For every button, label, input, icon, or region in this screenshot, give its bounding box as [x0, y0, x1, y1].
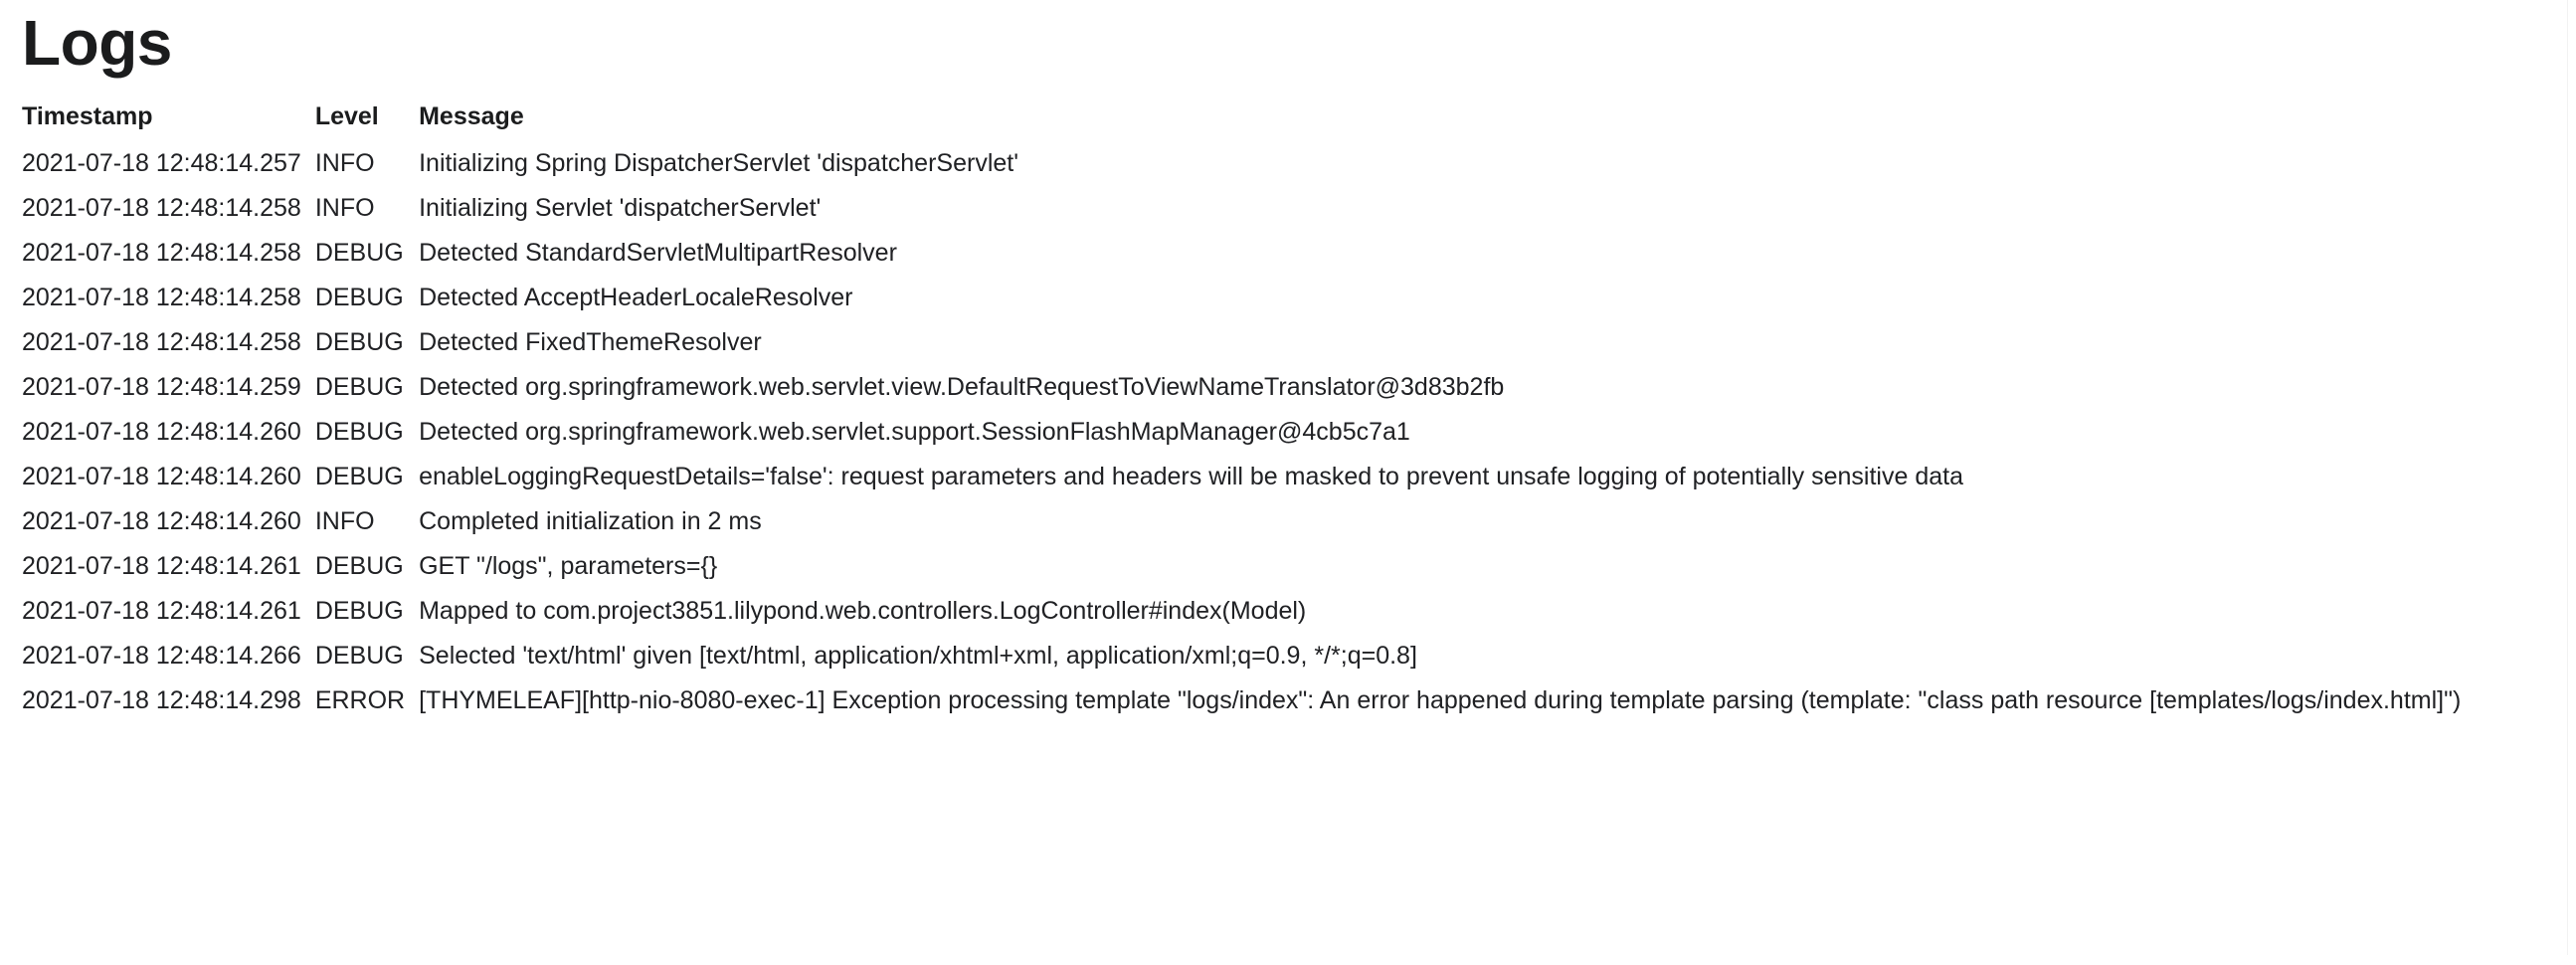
cell-timestamp: 2021-07-18 12:48:14.258 — [22, 328, 301, 357]
table-row: 2021-07-18 12:48:14.261 DEBUG GET "/logs",… — [22, 544, 2550, 589]
cell-timestamp: 2021-07-18 12:48:14.298 — [22, 686, 301, 715]
cell-level: ERROR — [314, 686, 406, 715]
cell-timestamp: 2021-07-18 12:48:14.258 — [22, 284, 301, 312]
logs-table: Timestamp Level Message 2021-07-18 12:48… — [22, 102, 2550, 723]
cell-message: Detected org.springframework.web.servlet… — [419, 418, 1410, 447]
cell-message: Detected org.springframework.web.servlet… — [419, 373, 1505, 402]
cell-level: DEBUG — [314, 642, 404, 671]
cell-timestamp: 2021-07-18 12:48:14.259 — [22, 373, 301, 402]
cell-level: DEBUG — [314, 284, 404, 312]
cell-level: INFO — [314, 149, 375, 178]
cell-message: Detected FixedThemeResolver — [419, 328, 762, 357]
cell-level: DEBUG — [314, 328, 404, 357]
cell-level: DEBUG — [314, 418, 404, 447]
cell-timestamp: 2021-07-18 12:48:14.260 — [22, 418, 301, 447]
cell-timestamp: 2021-07-18 12:48:14.258 — [22, 239, 301, 268]
cell-level: DEBUG — [314, 463, 404, 491]
cell-timestamp: 2021-07-18 12:48:14.257 — [22, 149, 301, 178]
table-row: 2021-07-18 12:48:14.258 INFO Initializing … — [22, 186, 2550, 231]
table-row: 2021-07-18 12:48:14.260 DEBUG enableLoggin… — [22, 455, 2550, 499]
table-row: 2021-07-18 12:48:14.258 DEBUG Detected Fix… — [22, 320, 2550, 365]
table-row: 2021-07-18 12:48:14.260 INFO Completed ini… — [22, 499, 2550, 544]
column-header-level: Level — [314, 102, 379, 131]
cell-message: GET "/logs", parameters={} — [419, 552, 718, 581]
table-row: 2021-07-18 12:48:14.298 ERROR [THYMELEAF][… — [22, 678, 2550, 723]
cell-message: Detected StandardServletMultipartResolve… — [419, 239, 897, 268]
cell-timestamp: 2021-07-18 12:48:14.260 — [22, 507, 301, 536]
cell-level: DEBUG — [314, 239, 404, 268]
cell-message: Initializing Spring DispatcherServlet 'd… — [419, 149, 1018, 178]
cell-timestamp: 2021-07-18 12:48:14.258 — [22, 194, 301, 223]
cell-level: INFO — [314, 507, 375, 536]
table-row: 2021-07-18 12:48:14.257 INFO Initializing … — [22, 141, 2550, 186]
table-row: 2021-07-18 12:48:14.261 DEBUG Mapped to co… — [22, 589, 2550, 634]
table-row: 2021-07-18 12:48:14.260 DEBUG Detected org… — [22, 410, 2550, 455]
table-header-row: Timestamp Level Message — [22, 102, 2550, 141]
logs-page: Logs Timestamp Level Message 2021-07-18 … — [0, 7, 2576, 723]
table-row: 2021-07-18 12:48:14.258 DEBUG Detected Acc… — [22, 276, 2550, 320]
cell-message: Initializing Servlet 'dispatcherServlet' — [419, 194, 822, 223]
cell-level: DEBUG — [314, 373, 404, 402]
cell-level: DEBUG — [314, 597, 404, 626]
right-edge-strip — [2567, 0, 2576, 955]
cell-level: INFO — [314, 194, 375, 223]
page-title: Logs — [22, 7, 172, 79]
column-header-timestamp: Timestamp — [22, 102, 153, 131]
cell-message: Mapped to com.project3851.lilypond.web.c… — [419, 597, 1307, 626]
column-header-message: Message — [419, 102, 524, 131]
cell-message: [THYMELEAF][http-nio-8080-exec-1] Except… — [419, 686, 2462, 715]
cell-timestamp: 2021-07-18 12:48:14.260 — [22, 463, 301, 491]
table-row: 2021-07-18 12:48:14.258 DEBUG Detected Sta… — [22, 231, 2550, 276]
cell-message: Completed initialization in 2 ms — [419, 507, 762, 536]
cell-message: Detected AcceptHeaderLocaleResolver — [419, 284, 853, 312]
cell-timestamp: 2021-07-18 12:48:14.261 — [22, 597, 301, 626]
cell-timestamp: 2021-07-18 12:48:14.261 — [22, 552, 301, 581]
table-row: 2021-07-18 12:48:14.259 DEBUG Detected org… — [22, 365, 2550, 410]
cell-message: Selected 'text/html' given [text/html, a… — [419, 642, 1417, 671]
logs-table-header: Timestamp Level Message — [22, 102, 2550, 141]
cell-message: enableLoggingRequestDetails='false': req… — [419, 463, 1963, 491]
cell-timestamp: 2021-07-18 12:48:14.266 — [22, 642, 301, 671]
table-row: 2021-07-18 12:48:14.266 DEBUG Selected 'te… — [22, 634, 2550, 678]
cell-level: DEBUG — [314, 552, 404, 581]
